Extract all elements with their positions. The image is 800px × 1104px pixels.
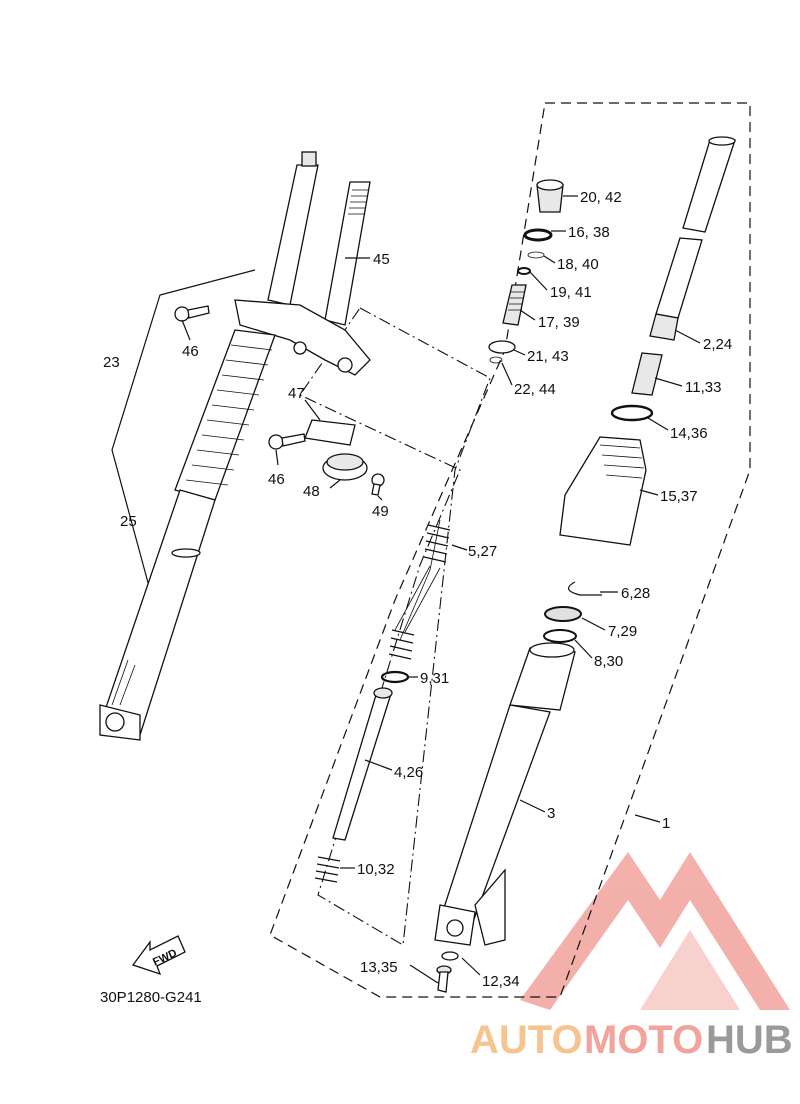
part-8-ring [543,629,577,643]
watermark-hub: HUB [706,1018,793,1062]
label-2-24: 2,24 [703,336,732,353]
group-outline-23 [111,269,256,591]
screw-49 [371,473,385,496]
label-23: 23 [103,354,120,371]
label-14-36: 14,36 [670,425,708,442]
part-12-washer [441,951,459,961]
label-18-40: 18, 40 [557,256,599,273]
label-13-35: 13,35 [360,959,398,976]
label-16-38: 16, 38 [568,224,610,241]
part-18 [527,251,545,259]
label-1: 1 [662,815,670,832]
label-6-28: 6,28 [621,585,650,602]
part-15-boot [559,436,647,546]
clamp-48 [322,453,368,481]
label-49: 49 [372,503,389,520]
group-outline-1 [269,102,751,998]
watermark-moto: MOTO [584,1018,703,1062]
label-5-27: 5,27 [468,543,497,560]
part-3-outer-tube [434,642,576,946]
label-45: 45 [373,251,390,268]
part-5-spring [388,519,451,660]
label-4-26: 4,26 [394,764,423,781]
label-8-30: 8,30 [594,653,623,670]
part-22 [489,356,503,364]
part-1-inner-tube [649,136,736,341]
watermark-text: AUTO MOTO HUB [470,1018,793,1062]
label-7-29: 7,29 [608,623,637,640]
part-7-seal [544,606,582,622]
label-48: 48 [303,483,320,500]
label-10-32: 10,32 [357,861,395,878]
diagram-code: 30P1280-G241 [100,989,202,1006]
label-22-44: 22, 44 [514,381,556,398]
fwd-arrow-icon: FWD [131,935,186,976]
label-12-34: 12,34 [482,973,520,990]
part-6-clip [568,581,602,596]
part-20-cap [536,179,564,213]
part-labels: 20, 42 16, 38 18, 40 19, 41 17, 39 21, 4… [103,189,732,990]
bolt-46-top [174,305,210,322]
bracket-47 [304,419,356,446]
label-46-top: 46 [182,343,199,360]
part-10-spring [314,856,341,883]
group-outline-inner [299,307,491,946]
left-fork-assembly [99,151,371,741]
watermark-auto: AUTO [470,1018,583,1062]
label-47: 47 [288,385,305,402]
label-20-42: 20, 42 [580,189,622,206]
label-17-39: 17, 39 [538,314,580,331]
bolt-46-bottom [268,433,306,450]
part-11-bushing [631,352,663,396]
part-19 [517,267,531,275]
part-17-adjuster [502,284,527,326]
label-21-43: 21, 43 [527,348,569,365]
label-46-bottom: 46 [268,471,285,488]
label-15-37: 15,37 [660,488,698,505]
part-4-damper-rod [332,687,393,841]
label-19-41: 19, 41 [550,284,592,301]
part-13-bolt [436,965,452,993]
watermark-logo [520,852,790,1010]
label-3: 3 [547,805,555,822]
label-9-31: 9,31 [420,670,449,687]
part-16-oring [523,228,553,242]
part-14-clamp [610,404,654,422]
leader-lines [181,195,701,984]
label-11-33: 11,33 [685,379,721,396]
label-25: 25 [120,513,137,530]
part-21-washer [488,340,516,354]
